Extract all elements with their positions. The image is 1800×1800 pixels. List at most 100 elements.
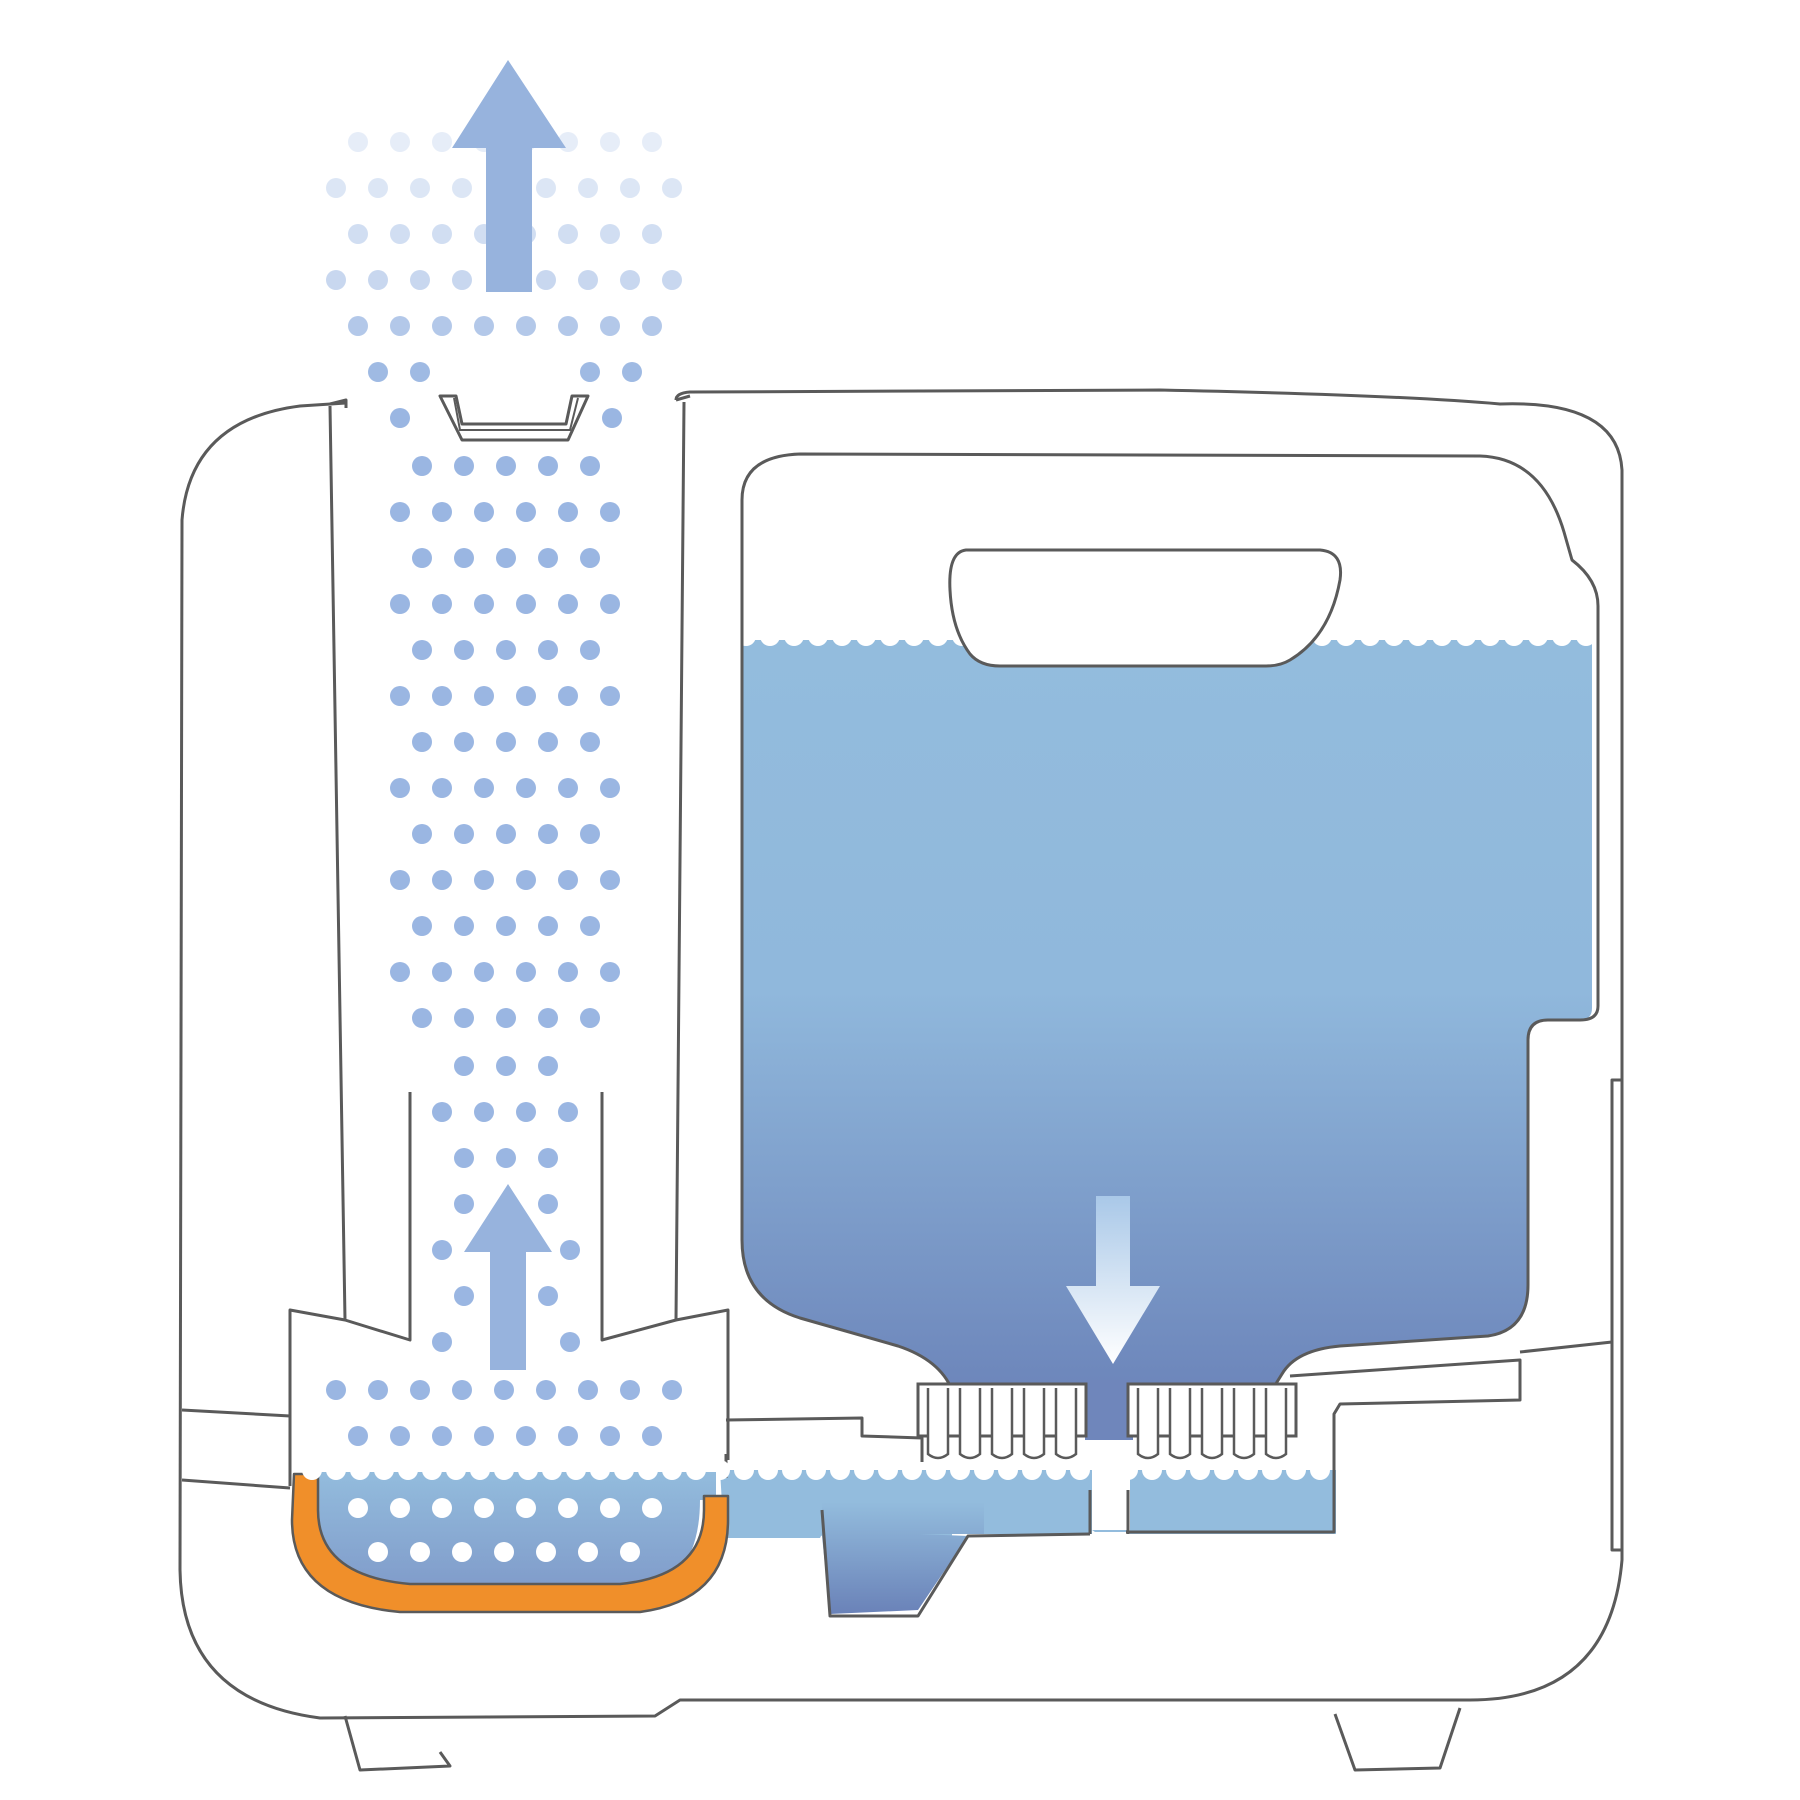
vapor-dot <box>390 594 410 614</box>
vapor-dot <box>496 548 516 568</box>
vapor-dot <box>326 1380 346 1400</box>
arrow-up-icon <box>452 60 566 292</box>
vapor-dot <box>390 224 410 244</box>
vapor-dot <box>600 686 620 706</box>
vapor-dot <box>558 870 578 890</box>
bubble <box>578 1542 598 1562</box>
foam-scallop <box>1528 626 1548 646</box>
vapor-dot <box>620 178 640 198</box>
foam-scallop <box>374 1460 394 1480</box>
vapor-dot <box>558 962 578 982</box>
vapor-dot <box>538 456 558 476</box>
vapor-dot <box>390 686 410 706</box>
vapor-dot <box>368 1380 388 1400</box>
tank-handle <box>948 548 1343 668</box>
vapor-dot <box>620 270 640 290</box>
vapor-dot <box>622 362 642 382</box>
vapor-dot <box>474 1426 494 1446</box>
foam-scallop <box>760 626 780 646</box>
vapor-dot <box>454 1286 474 1306</box>
bubble <box>390 1498 410 1518</box>
vapor-dot <box>454 916 474 936</box>
vapor-dot <box>412 548 432 568</box>
vapor-dot <box>538 1008 558 1028</box>
foam-scallop <box>1408 626 1428 646</box>
boiling-foam <box>302 1460 706 1480</box>
vapor-dot <box>516 962 536 982</box>
foam-scallop <box>782 1460 802 1480</box>
vapor-dot <box>432 1332 452 1352</box>
foam-scallop <box>542 1460 562 1480</box>
vapor-dot <box>580 1008 600 1028</box>
bubble <box>410 1542 430 1562</box>
vapor-dot <box>474 962 494 982</box>
vapor-dot <box>538 640 558 660</box>
vapor-dot <box>600 962 620 982</box>
foam-scallop <box>784 626 804 646</box>
vapor-dot <box>454 548 474 568</box>
foam-scallop <box>686 1460 706 1480</box>
vapor-dot <box>390 870 410 890</box>
foam-scallop <box>1070 1460 1090 1480</box>
foam-scallop <box>830 1460 850 1480</box>
vapor-dot <box>368 362 388 382</box>
vapor-dot <box>348 132 368 152</box>
foam-scallop <box>854 1460 874 1480</box>
bubble <box>494 1542 514 1562</box>
foam-scallop <box>808 626 828 646</box>
base-foot-left <box>343 1715 452 1772</box>
vapor-dot <box>326 178 346 198</box>
heating-element <box>290 1472 730 1614</box>
vapor-dot <box>452 270 472 290</box>
vapor-dot <box>620 1380 640 1400</box>
vapor-dot <box>642 316 662 336</box>
vapor-dot <box>474 686 494 706</box>
vapor-dot <box>390 778 410 798</box>
vapor-dot <box>538 824 558 844</box>
vapor-dot <box>390 962 410 982</box>
valve-tooth <box>1136 1388 1160 1460</box>
valve-tooth <box>1168 1388 1192 1460</box>
vapor-dot <box>496 824 516 844</box>
foam-scallop <box>638 1460 658 1480</box>
vapor-dot <box>600 870 620 890</box>
vapor-dot <box>410 178 430 198</box>
valve-tooth <box>1264 1388 1288 1460</box>
foam-scallop <box>446 1460 466 1480</box>
vapor-dot <box>368 178 388 198</box>
foam-scallop <box>736 626 756 646</box>
vapor-dot <box>662 178 682 198</box>
left-ledge <box>181 1408 291 1418</box>
valve-tooth <box>1054 1388 1078 1460</box>
vapor-dot <box>558 1426 578 1446</box>
vapor-dot <box>432 224 452 244</box>
vapor-dot <box>536 178 556 198</box>
valve-teeth-right <box>1126 1382 1298 1460</box>
vapor-dot <box>516 502 536 522</box>
vapor-dot <box>474 778 494 798</box>
foam-scallop <box>878 1460 898 1480</box>
foam-scallop <box>1166 1460 1186 1480</box>
valve-tooth <box>1232 1388 1256 1460</box>
vapor-dot <box>558 594 578 614</box>
vapor-dot <box>538 732 558 752</box>
vapor-dot <box>600 132 620 152</box>
foam-scallop <box>1142 1460 1162 1480</box>
vapor-dot <box>600 224 620 244</box>
vapor-dot <box>600 778 620 798</box>
vapor-dot <box>558 502 578 522</box>
vapor-dot <box>412 456 432 476</box>
vapor-dot <box>432 778 452 798</box>
foam-scallop <box>1336 626 1356 646</box>
vapor-dot <box>538 1286 558 1306</box>
foam-scallop <box>1504 626 1524 646</box>
vapor-dot <box>432 870 452 890</box>
foam-scallop <box>734 1460 754 1480</box>
vapor-dot <box>496 916 516 936</box>
vapor-dot <box>432 1102 452 1122</box>
vapor-dot <box>432 502 452 522</box>
vapor-dot <box>496 1056 516 1076</box>
foam-scallop <box>974 1460 994 1480</box>
vapor-dot <box>558 686 578 706</box>
vapor-dot <box>662 1380 682 1400</box>
